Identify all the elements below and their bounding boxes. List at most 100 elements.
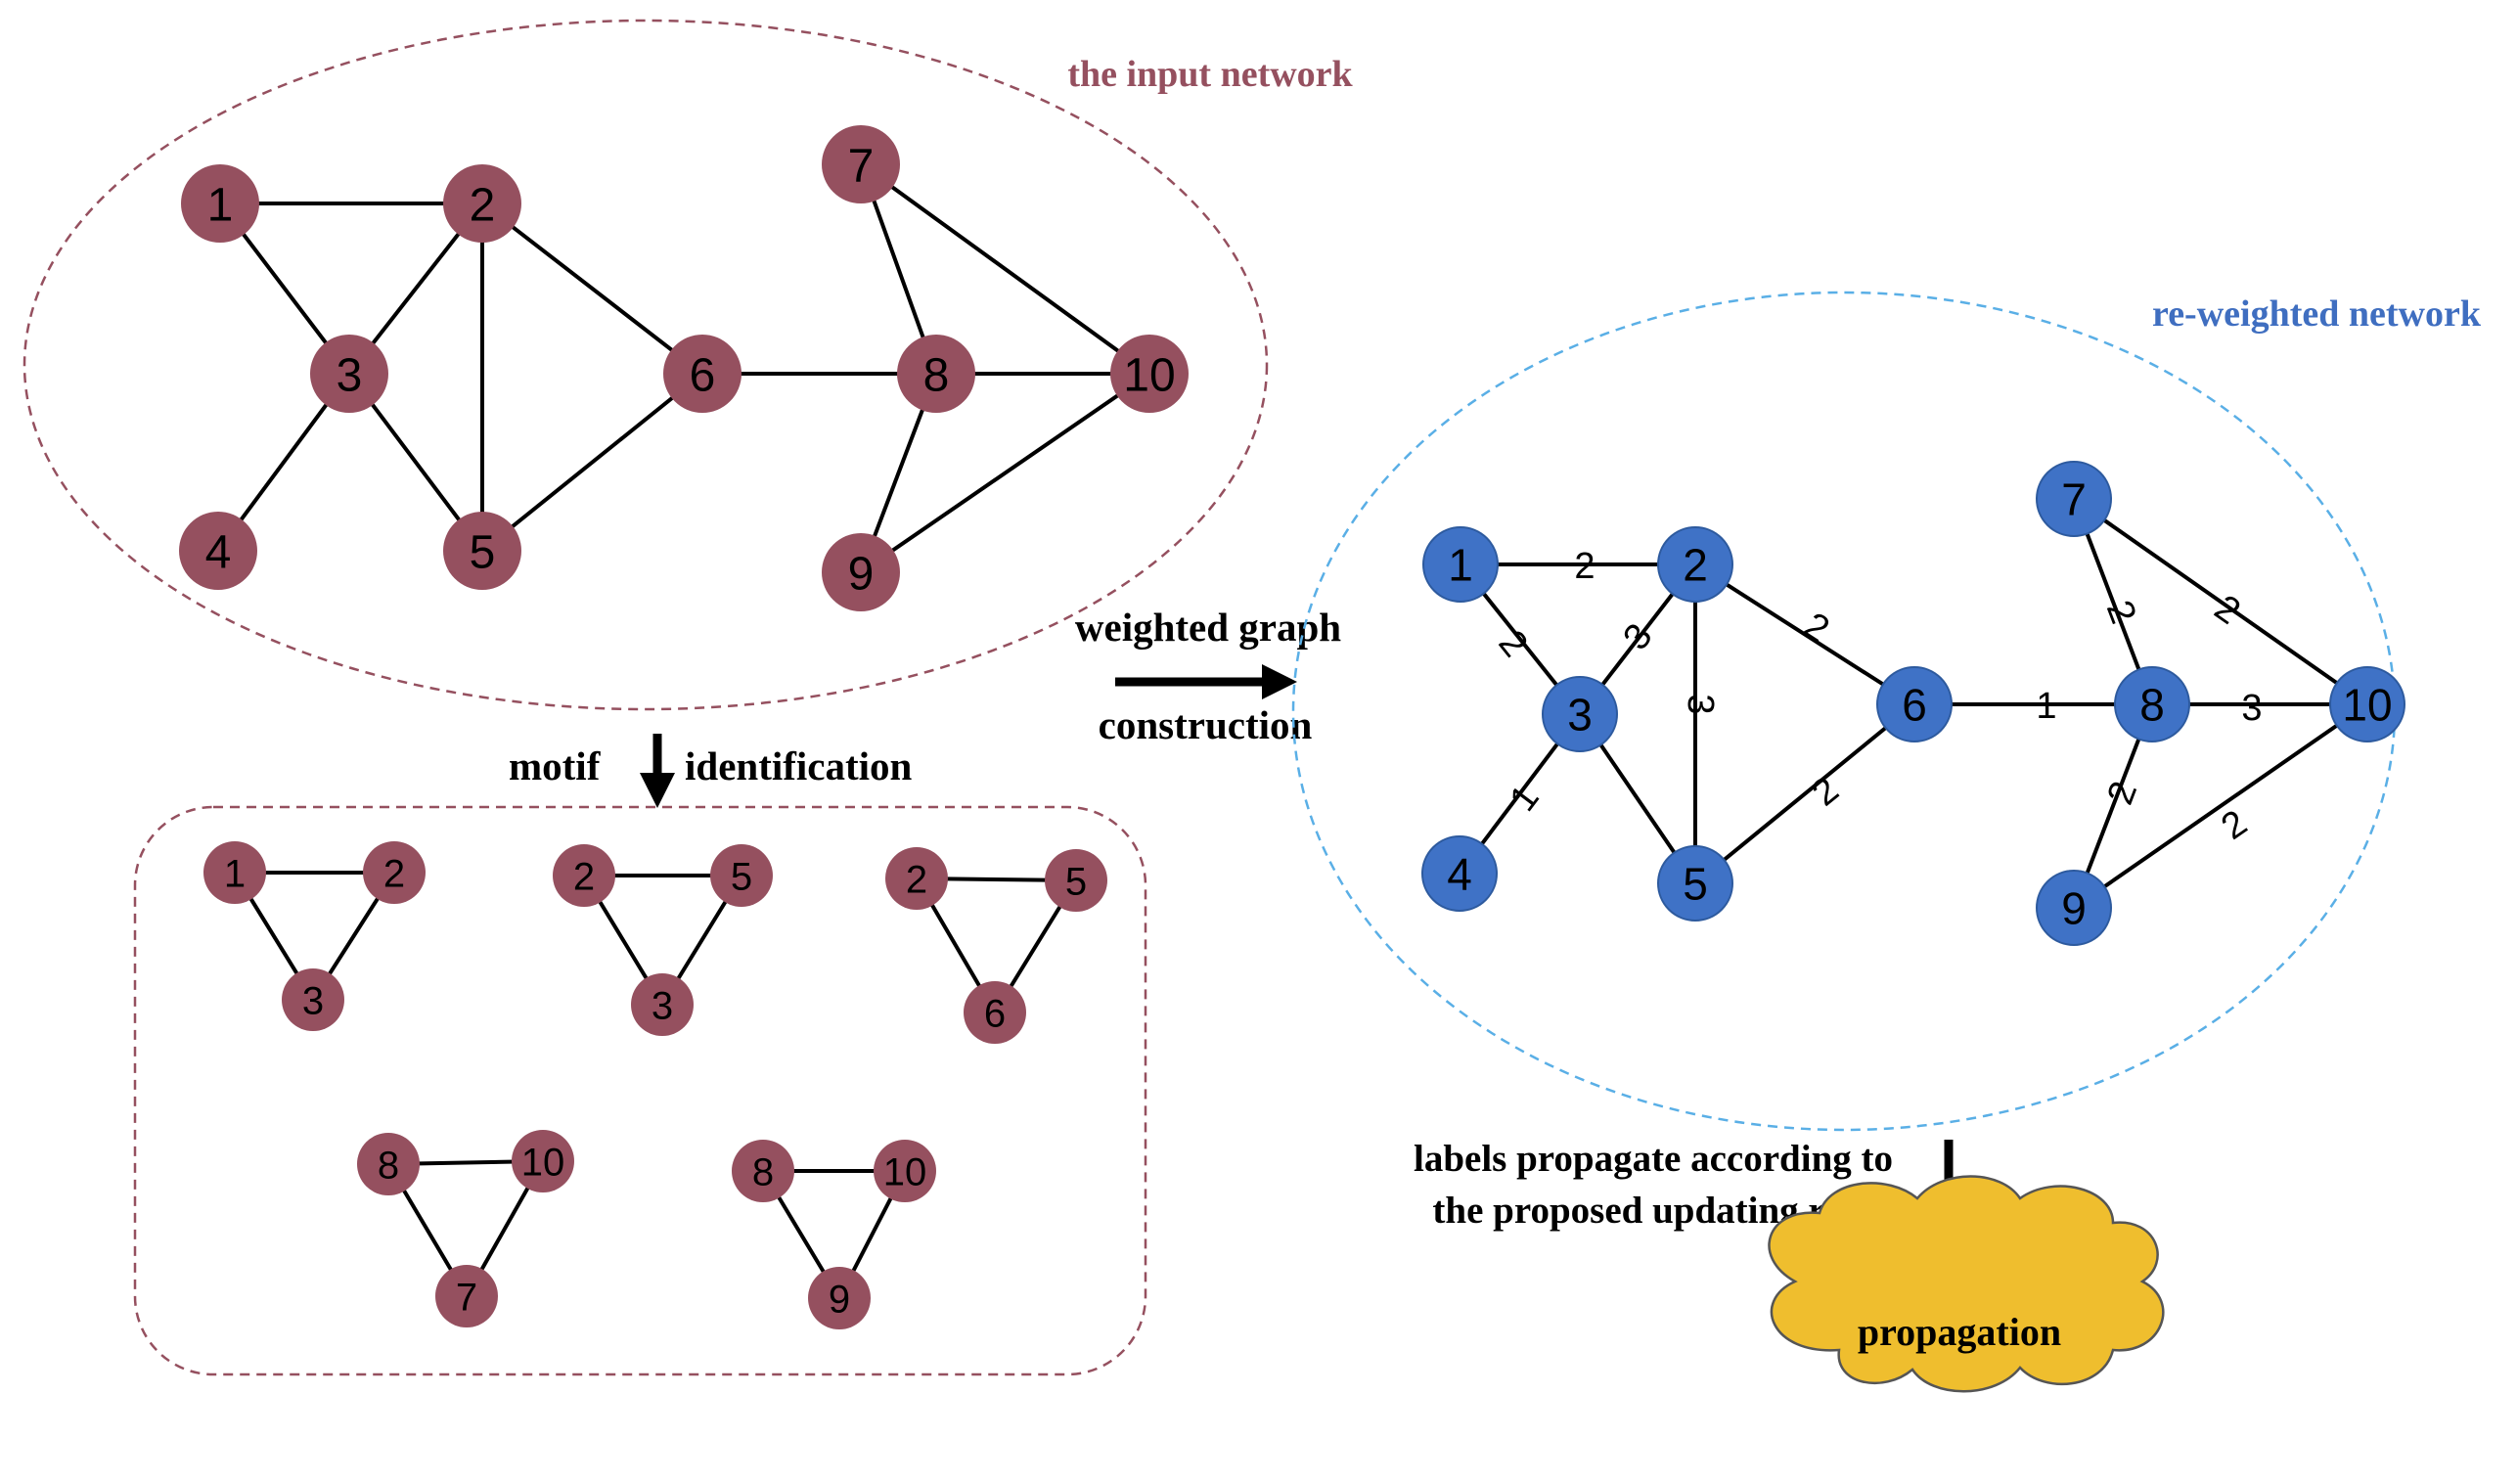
motif-node-2: 2 <box>363 841 426 904</box>
motif-node-circle <box>363 841 426 904</box>
motif-node-circle <box>808 1267 871 1329</box>
input-edge-9-10 <box>859 372 1151 574</box>
input-node-label: 8 <box>923 349 950 401</box>
motif-2: 2 5 3 <box>553 844 773 1036</box>
motif-node-circle <box>203 841 266 904</box>
weighted-node-7: 7 <box>2036 461 2112 537</box>
input-node-9: 9 <box>822 533 900 611</box>
motif-node-circle <box>512 1130 574 1192</box>
input-node-6: 6 <box>663 335 742 413</box>
weight-label-2-3: 3 <box>1615 616 1660 657</box>
motif-node-1: 1 <box>203 841 266 904</box>
reweighted-network-title: re-weighted network <box>2152 293 2482 335</box>
input-node-label: 9 <box>848 548 875 600</box>
input-node-label: 4 <box>205 526 232 578</box>
input-node-circle <box>663 335 742 413</box>
input-node-circle <box>822 533 900 611</box>
motif-node-label: 9 <box>829 1278 850 1321</box>
weight-label-8-10: 3 <box>2241 688 2262 729</box>
weighted-node-label: 8 <box>2139 680 2165 731</box>
input-node-4: 4 <box>179 512 257 590</box>
motif-node-label: 5 <box>731 855 752 898</box>
motif-node-10: 10 <box>874 1140 936 1202</box>
weighted-node-label: 6 <box>1902 680 1927 731</box>
motif-node-label: 2 <box>573 855 595 898</box>
input-node-circle <box>443 164 521 243</box>
weighted-node-circle <box>1422 526 1499 603</box>
motif-node-circle <box>885 847 948 910</box>
weighted-node-label: 5 <box>1683 859 1708 910</box>
motif-node-5: 5 <box>1045 849 1107 912</box>
input-node-label: 3 <box>337 349 363 401</box>
input-node-label: 7 <box>848 140 875 192</box>
weighted-node-circle <box>2036 870 2112 946</box>
motif-node-circle <box>1045 849 1107 912</box>
input-node-circle <box>897 335 975 413</box>
input-node-3: 3 <box>310 335 388 413</box>
weighted-node-1: 1 <box>1422 526 1499 603</box>
motif-node-2: 2 <box>885 847 948 910</box>
input-node-label: 2 <box>470 179 496 231</box>
weighted-node-circle <box>1657 845 1733 922</box>
motif-node-3: 3 <box>631 973 694 1036</box>
input-node-circle <box>310 335 388 413</box>
weighted-edge-7-10 <box>2072 497 2369 706</box>
weighted-node-5: 5 <box>1657 845 1733 922</box>
weighted-node-circle <box>1421 835 1498 912</box>
weighted-node-label: 1 <box>1448 540 1473 591</box>
motif-node-label: 2 <box>383 852 405 895</box>
weighted-node-4: 4 <box>1421 835 1498 912</box>
motif-node-circle <box>435 1265 498 1327</box>
input-node-circle <box>443 512 521 590</box>
input-network-title: the input network <box>1067 54 1353 95</box>
motif-node-label: 2 <box>906 858 927 901</box>
motif-node-label: 1 <box>224 852 246 895</box>
weight-label-5-6: 2 <box>1805 770 1847 815</box>
motif-node-label: 10 <box>521 1141 565 1184</box>
motif-node-label: 10 <box>883 1150 927 1193</box>
motif-node-8: 8 <box>732 1140 794 1202</box>
input-node-label: 10 <box>1123 349 1175 401</box>
motif-5: 8 10 9 <box>732 1140 936 1329</box>
motif-node-circle <box>282 968 344 1031</box>
motif-node-circle <box>631 973 694 1036</box>
weighted-step-label-line1: weighted graph <box>1075 605 1341 650</box>
weighted-node-circle <box>2329 666 2405 742</box>
input-node-1: 1 <box>181 164 259 243</box>
weighted-edge-5-6 <box>1693 702 1916 885</box>
input-node-10: 10 <box>1110 335 1189 413</box>
weighted-node-9: 9 <box>2036 870 2112 946</box>
motif-node-label: 5 <box>1065 860 1087 903</box>
motif-step-label-word2: identification <box>685 743 913 788</box>
motif-node-circle <box>874 1140 936 1202</box>
motif-node-label: 8 <box>752 1150 774 1193</box>
motif-node-label: 8 <box>378 1144 399 1187</box>
weighted-node-circle <box>2036 461 2112 537</box>
weighted-node-6: 6 <box>1876 666 1953 742</box>
weighted-node-circle <box>2114 666 2190 742</box>
input-node-circle <box>1110 335 1189 413</box>
weighted-node-circle <box>1657 526 1733 603</box>
motif-node-circle <box>357 1133 420 1195</box>
motif-node-circle <box>710 844 773 907</box>
weighted-node-3: 3 <box>1542 676 1618 752</box>
cloud-shape <box>1768 1175 2165 1393</box>
weighted-node-10: 10 <box>2329 666 2405 742</box>
weighted-node-label: 2 <box>1683 540 1708 591</box>
weight-label-1-2: 2 <box>1574 546 1595 587</box>
motif-node-circle <box>553 844 615 907</box>
input-edge-5-6 <box>480 372 704 553</box>
weighted-node-label: 3 <box>1567 690 1593 741</box>
weighted-edge-9-10 <box>2072 702 2369 910</box>
weight-label-9-10: 2 <box>2214 802 2254 848</box>
motif-node-5: 5 <box>710 844 773 907</box>
input-node-7: 7 <box>822 125 900 203</box>
weighted-node-label: 7 <box>2061 474 2087 525</box>
motif-node-circle <box>732 1140 794 1202</box>
weighted-step-label-line2: construction <box>1099 702 1313 747</box>
